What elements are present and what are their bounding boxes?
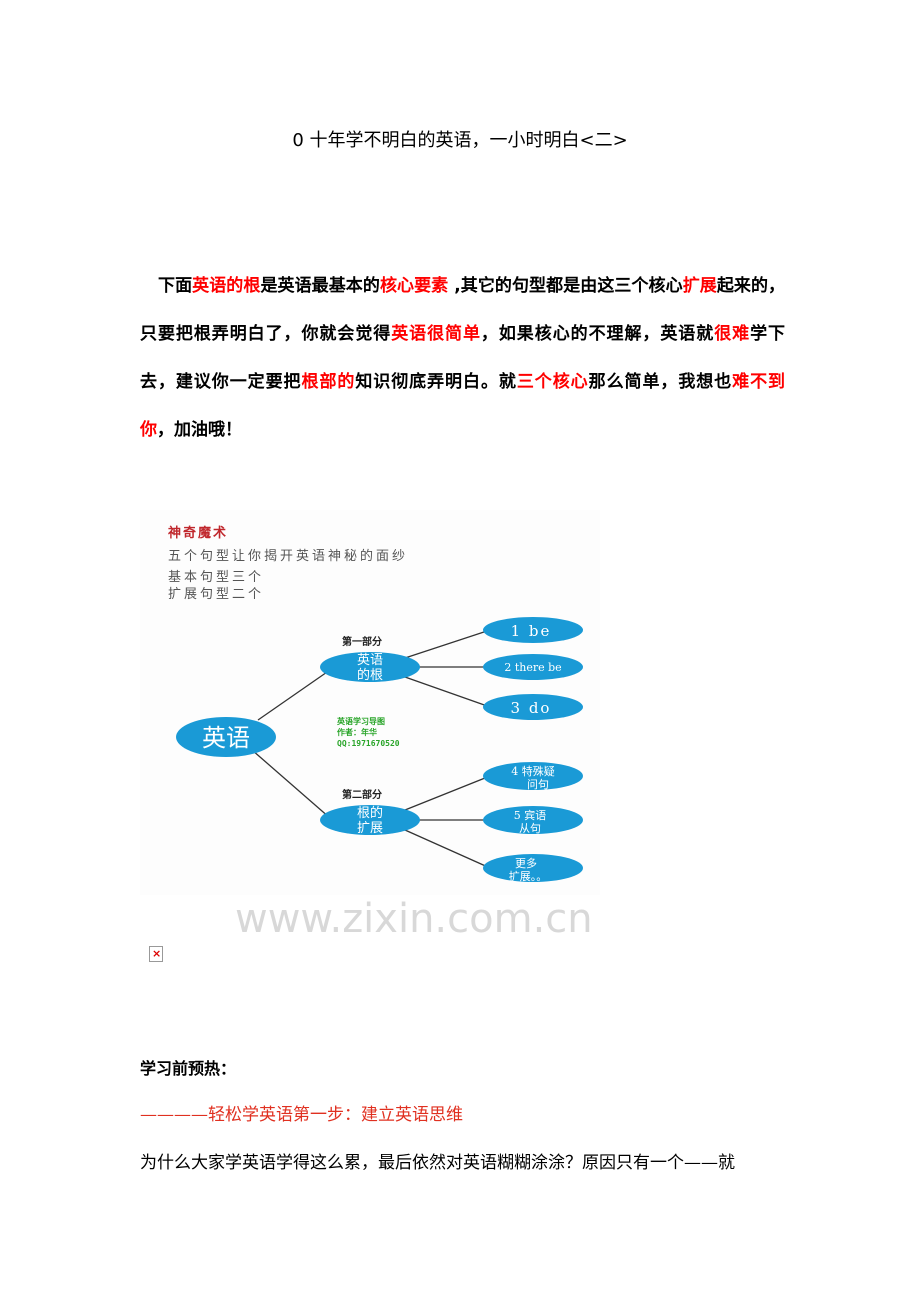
- leaf-label: 从句: [519, 822, 541, 835]
- highlight-text: 英语很简单: [391, 324, 481, 344]
- branch2-label: 扩展: [357, 821, 383, 836]
- paragraph-text: 那么简单，我想也: [588, 372, 733, 392]
- credit-line: 英语学习导图: [336, 716, 385, 726]
- body-text: 为什么大家学英语学得这么累，最后依然对英语糊糊涂涂？原因只有一个——就: [140, 1153, 735, 1173]
- paragraph-text: 下面: [158, 276, 193, 296]
- node-leaf: [483, 762, 583, 790]
- node-branch1: [320, 652, 420, 682]
- node-leaf: [483, 617, 583, 643]
- node-root: [176, 717, 276, 757]
- credit-line: 作者：年华: [337, 727, 377, 737]
- highlight-text: 三个核心: [516, 372, 589, 392]
- document-title: 0 十年学不明白的英语，一小时明白<二>: [292, 130, 628, 151]
- paragraph-text: 知识彻底弄明白。就: [355, 372, 517, 392]
- node-leaf: [483, 854, 583, 882]
- leaf-label: 3 do: [511, 699, 552, 717]
- node-branch2: [320, 805, 420, 835]
- leaf-label: 1 be: [511, 622, 552, 640]
- section-title: 学习前预热：: [140, 1059, 237, 1078]
- subtitle: ————轻松学英语第一步：建立英语思维: [140, 1105, 463, 1125]
- leaf-label: 2 there be: [504, 661, 561, 674]
- paragraph-text: 起来的，只要把根弄明白了，你就会觉得: [140, 276, 786, 344]
- leaf-label: 5 宾语: [514, 808, 547, 822]
- part2-label: 第二部分: [342, 788, 382, 801]
- highlight-text: 根部的: [301, 372, 356, 392]
- highlight-text: 扩展: [682, 276, 717, 296]
- node-leaf: [483, 694, 583, 720]
- leaf-label: 4 特殊疑: [511, 764, 555, 778]
- part1-label: 第一部分: [342, 635, 382, 648]
- node-leaf: [483, 806, 583, 834]
- watermark: www.zixin.com.cn: [235, 896, 593, 942]
- paragraph-text: 学下去，建议你一定要把: [140, 324, 786, 392]
- mind-map-diagram: 神奇魔术 五个句型让你揭开英语神秘的面纱 基本句型三个 扩展句型二个 英语 英语…: [140, 510, 600, 895]
- node-leaf: [483, 654, 583, 680]
- paragraph-text: 是英语最基本的: [260, 276, 380, 296]
- intro-paragraph: 下面英语的根是英语最基本的核心要素 ,其它的句型都是由这三个核心扩展起来的，只要…: [140, 262, 785, 454]
- leaf-label: 扩展。。: [509, 869, 548, 883]
- paragraph-text: ，加油哦！: [157, 420, 242, 440]
- highlight-text: 核心要素: [379, 276, 449, 296]
- branch2-label: 根的: [357, 805, 383, 821]
- diagram-heading: 神奇魔术: [168, 525, 228, 541]
- branch1-label: 的根: [357, 667, 383, 683]
- leaf-label: 问句: [527, 778, 549, 791]
- highlight-text: 很难: [714, 324, 751, 344]
- credit-line: QQ:1971670520: [337, 739, 400, 748]
- branch1-label: 英语: [357, 653, 383, 668]
- highlight-text: 英语的根: [192, 276, 261, 296]
- paragraph-text: ，如果核心的不理解，英语就: [480, 324, 715, 344]
- highlight-text: 难不到你: [140, 372, 786, 440]
- diagram-line3: 扩展句型二个: [168, 587, 264, 602]
- leaf-label: 更多: [515, 856, 537, 870]
- paragraph-text: ,其它的句型都是由这三个核心: [448, 276, 683, 296]
- root-label: 英语: [202, 724, 250, 752]
- diagram-line1: 五个句型让你揭开英语神秘的面纱: [168, 548, 408, 564]
- broken-image-icon: ×: [149, 946, 163, 962]
- diagram-line2: 基本句型三个: [168, 570, 264, 585]
